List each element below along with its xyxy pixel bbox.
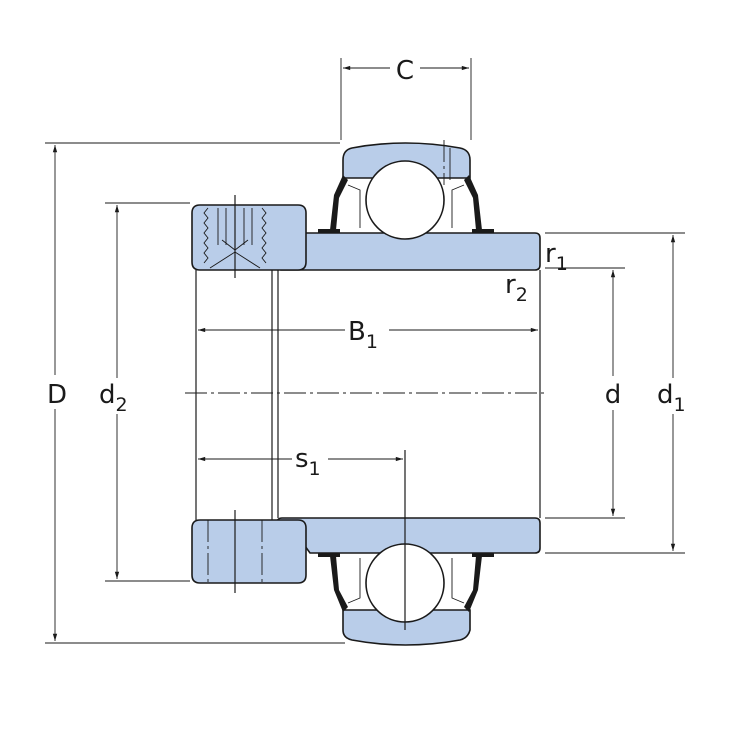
extension-lines	[45, 58, 685, 644]
label-d-text: d	[605, 380, 622, 410]
label-D: D	[47, 380, 67, 410]
label-D-text: D	[47, 380, 67, 410]
label-C-text: C	[396, 56, 414, 86]
ball-top	[365, 160, 445, 240]
bore-lines	[185, 270, 548, 630]
label-B1: B1	[348, 317, 378, 353]
locking-collar-top	[191, 204, 307, 271]
outer-ring-bottom	[342, 609, 471, 646]
collar-hole-bottom	[207, 510, 263, 593]
label-backgrounds	[40, 52, 694, 477]
label-r2-base: r	[505, 270, 516, 300]
set-screw-thread	[203, 195, 267, 278]
locking-collar-bottom	[191, 519, 307, 584]
seals	[318, 175, 494, 612]
label-r2-sub: 2	[516, 284, 528, 306]
label-d1-sub: 1	[674, 394, 686, 416]
label-s1: s1	[295, 444, 321, 480]
label-B1-sub: 1	[366, 331, 378, 353]
label-r1-sub: 1	[556, 253, 568, 275]
label-r1: r1	[545, 239, 568, 275]
label-d2: d2	[99, 380, 128, 416]
label-d2-sub: 2	[116, 394, 128, 416]
label-r1-base: r	[545, 239, 556, 269]
label-C: C	[396, 56, 414, 86]
label-r2: r2	[505, 270, 528, 306]
label-s1-base: s	[295, 444, 309, 474]
label-d1-base: d	[657, 380, 674, 410]
label-d2-base: d	[99, 380, 116, 410]
label-d: d	[605, 380, 622, 410]
label-s1-sub: 1	[309, 458, 321, 480]
label-d1: d1	[657, 380, 686, 416]
label-B1-base: B	[348, 317, 366, 347]
